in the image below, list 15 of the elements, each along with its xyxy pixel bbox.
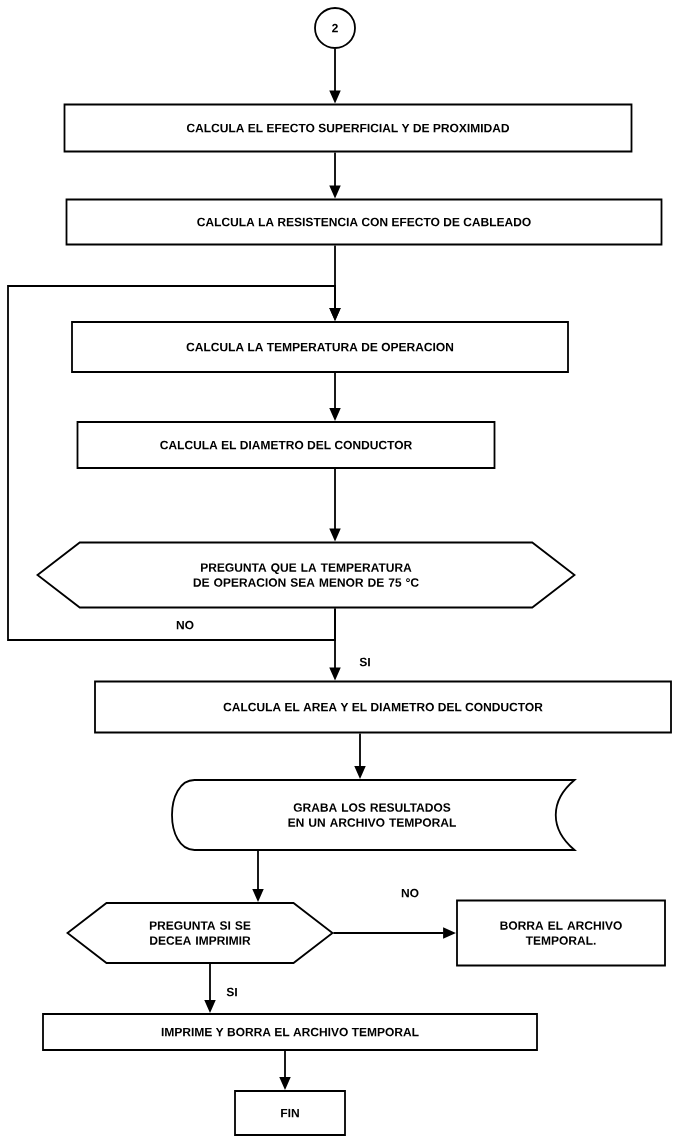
- process-box: CALCULA LA RESISTENCIA CON EFECTO DE CABLEADO: [65, 198, 663, 246]
- edge-label: SI: [225, 986, 239, 998]
- process-box: CALCULA EL EFECTO SUPERFICIAL Y DE PROXIMIDAD: [63, 103, 633, 153]
- arrow: [7, 285, 341, 641]
- edge-label: NO: [400, 887, 420, 899]
- edge-label: NO: [175, 619, 195, 631]
- process-box: FIN: [234, 1090, 346, 1136]
- decision-hexagon: PREGUNTA SI SE DECEA IMPRIMIR: [66, 902, 334, 964]
- process-box: IMPRIME Y BORRA EL ARCHIVO TEMPORAL: [42, 1013, 538, 1051]
- process-box: CALCULA EL DIAMETRO DEL CONDUCTOR: [76, 421, 496, 469]
- process-box: CALCULA LA TEMPERATURA DE OPERACION: [71, 321, 569, 373]
- decision-hexagon: PREGUNTA QUE LA TEMPERATURA DE OPERACION SEA MENOR DE 75 °C: [36, 541, 576, 609]
- edge-label: SI: [358, 656, 372, 668]
- process-box: CALCULA EL AREA Y EL DIAMETRO DEL CONDUCTOR: [94, 680, 672, 734]
- process-box: BORRA EL ARCHIVO TEMPORAL.: [456, 899, 666, 967]
